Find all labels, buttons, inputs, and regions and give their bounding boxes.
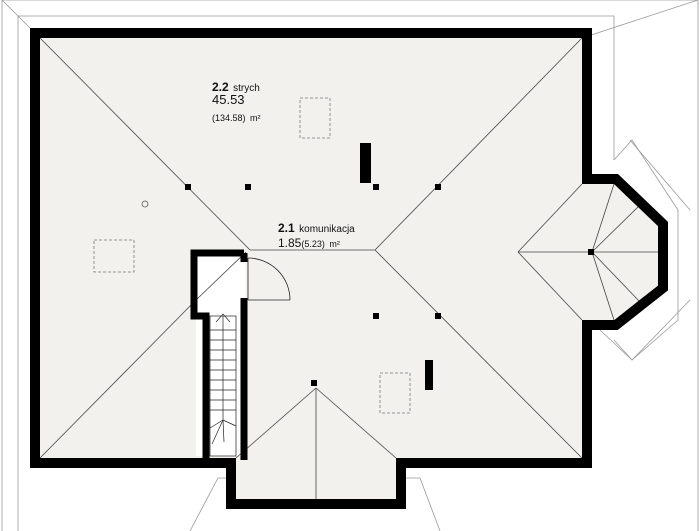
total-area: (134.58): [212, 113, 246, 123]
area-unit: m²: [329, 239, 340, 249]
room-number: 2.1: [278, 221, 295, 235]
stairwell-walls: [190, 249, 248, 460]
room-area-attic: 45.53: [212, 93, 245, 106]
room-label-attic: 2.2 strych: [212, 79, 260, 95]
staircase: [209, 313, 237, 457]
room-total-attic: (134.58) m²: [212, 109, 260, 125]
door-swing: [247, 257, 291, 301]
walls: [30, 28, 668, 509]
room-area-corridor: 1.85(5.23) m²: [278, 235, 340, 251]
ceiling-light-icon: [141, 200, 149, 208]
room-name: komunikacja: [299, 224, 355, 235]
area-unit: m²: [249, 113, 261, 123]
skylights: [93, 97, 411, 414]
room-number: 2.2: [212, 80, 229, 94]
usable-area: 45.53: [212, 92, 245, 107]
total-area: (5.23): [301, 239, 325, 249]
room-name: strych: [233, 83, 260, 94]
chimneys-and-posts: [185, 143, 594, 390]
floor-area: [40, 38, 658, 499]
room-label-corridor: 2.1 komunikacja: [278, 220, 355, 236]
usable-area: 1.85: [278, 236, 302, 250]
roof-ridges: [39, 37, 658, 499]
